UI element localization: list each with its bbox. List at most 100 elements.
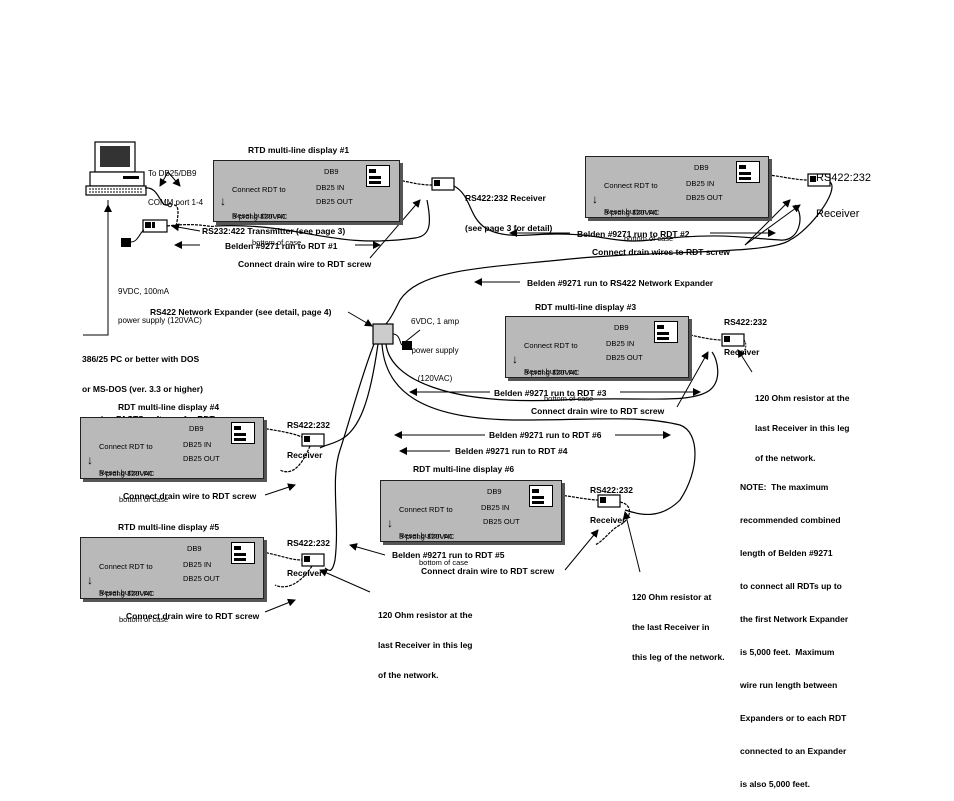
db9-label: DB9 [487,487,502,496]
power-9v-line-2: power supply (120VAC) [118,315,202,325]
resistor-3-label: 120 Ohm resistor at the last Receiver in… [755,373,849,473]
connect-line-2: 3-prong 120VAC [232,212,288,221]
reset-line-1: Reset button on [99,588,152,597]
drain-2-label: Connect drain wires to RDT screw [592,247,730,257]
display-5-box: Connect RDT to 3-prong 120VAC Reset butt… [80,537,264,624]
receiver-6-label: RS422:232 Receiver [590,465,633,535]
reset-line-1: Reset button on [524,367,577,376]
reset-line-1: Reset button on [399,531,452,540]
receiver-6-line-2: Receiver [590,515,626,525]
connect-line-2: 3-prong 120VAC [399,532,455,541]
display-6-title: RDT multi-line display #6 [413,464,515,474]
resistor-3-line-3: of the network. [755,453,816,463]
reset-line-1: Reset button on [99,468,152,477]
pc-desc-line-2: or MS-DOS (ver. 3.3 or higher) [82,384,203,394]
receiver-3-line-1: RS422:232 [724,317,768,327]
power-6v-line-1: 6VDC, 1 amp [411,317,460,326]
display-4-box: Connect RDT to 3-prong 120VAC Reset butt… [80,417,264,504]
reset-line-2: bottom of case [119,615,169,624]
db25out-label: DB25 OUT [483,517,520,526]
power-6v-line-3: (120VAC) [417,374,453,383]
receiver-5-line-2: Receiver [287,568,323,578]
connect-line-1: Connect RDT to [524,341,578,350]
run-3-label: Belden #9271 run to RDT #3 [494,388,607,398]
comm-port-label: To DB25/DB9 COMM port 1-4 [148,150,203,217]
resistor-5-line-1: 120 Ohm resistor at the [378,610,473,620]
note-line-2: recommended combined [740,515,841,525]
db25in-label: DB25 IN [183,440,212,449]
run-5-label: Belden #9271 run to RDT #5 [392,550,505,560]
reset-line-1: Reset button on [604,207,657,216]
db9-label: DB9 [187,544,202,553]
comm-port-line-2: COMM port 1-4 [148,197,204,207]
db25out-label: DB25 OUT [183,574,220,583]
run-6-label: Belden #9271 run to RDT #6 [489,430,602,440]
drain-1-label: Connect drain wire to RDT screw [238,259,372,269]
db25out-label: DB25 OUT [686,193,723,202]
power-9v-label: 9VDC, 100mA power supply (120VAC) [118,268,202,335]
db25out-label: DB25 OUT [183,454,220,463]
receiver-6-line-1: RS422:232 [590,485,634,495]
drain-3-label: Connect drain wire to RDT screw [531,406,665,416]
reset-line-2: bottom of case [252,238,302,247]
receiver-box-icon [431,177,455,191]
db25in-label: DB25 IN [606,339,635,348]
note-line-3: length of Belden #9271 [740,548,833,558]
db9-label: DB9 [189,424,204,433]
power-6v-line-2: power supply [411,345,459,355]
port-panel [366,165,390,187]
resistor-5-line-2: last Receiver in this leg [378,640,473,650]
display-5-title: RTD multi-line display #5 [118,522,220,532]
note-line-10: is also 5,000 feet. [740,779,810,789]
computer-icon [85,141,147,196]
resistor-6-line-1: 120 Ohm resistor at [632,592,712,602]
connect-line-2: 3-prong 120VAC [604,208,660,217]
resistor-5-label: 120 Ohm resistor at the last Receiver in… [378,590,472,690]
down-arrow-icon: ↓ [512,352,518,366]
receiver-box-icon [597,494,621,508]
receiver-4-line-2: Receiver [287,450,323,460]
db9-label: DB9 [614,323,629,332]
receiver-1-line-1: RS422:232 Receiver [465,193,546,203]
drain-5-label: Connect drain wire to RDT screw [126,611,260,621]
pc-desc-line-1: 386/25 PC or better with DOS [82,354,200,364]
comm-port-line-1: To DB25/DB9 [148,169,197,178]
display-3-title: RDT multi-line display #3 [535,302,637,312]
down-arrow-icon: ↓ [592,192,598,206]
receiver-box-icon [807,173,831,187]
db25in-label: DB25 IN [481,503,510,512]
resistor-6-line-3: this leg of the network. [632,652,725,662]
expander-label: RS422 Network Expander (see detail, page… [150,307,332,317]
db9-label: DB9 [694,163,709,172]
drain-4-label: Connect drain wire to RDT screw [123,491,257,501]
port-panel [529,485,553,507]
note-line-9: connected to an Expander [740,746,847,756]
receiver-3-label: RS422:232 Receiver [724,297,767,367]
note-line-5: the first Network Expander [740,614,849,624]
port-panel [231,542,255,564]
display-1-box: Connect RDT to 3-prong 120VAC Reset butt… [213,160,400,247]
resistor-3-line-1: 120 Ohm resistor at the [755,393,850,403]
note-line-8: Expanders or to each RDT [740,713,847,723]
resistor-5-line-3: of the network. [378,670,439,680]
db25in-label: DB25 IN [686,179,715,188]
receiver-3-line-2: Receiver [724,347,760,357]
power-9v-line-1: 9VDC, 100mA [118,287,170,296]
reset-line-2: bottom of case [544,394,594,403]
wiring-diagram [83,141,833,613]
reset-line-2: bottom of case [419,558,469,567]
port-panel [231,422,255,444]
db9-label: DB9 [324,167,339,176]
down-arrow-icon: ↓ [87,573,93,587]
db25out-label: DB25 OUT [606,353,643,362]
receiver-box-icon [301,433,325,447]
power-adapter-icon [121,229,145,247]
max-length-note: NOTE: The maximum recommended combined l… [740,460,848,801]
receiver-4-line-1: RS422:232 [287,420,331,430]
power-adapter-icon [392,333,412,350]
receiver-5-line-1: RS422:232 [287,538,331,548]
resistor-3-line-2: last Receiver in this leg [755,423,850,433]
note-line-1: NOTE: The maximum [740,482,829,492]
note-line-7: wire run length between [740,680,838,690]
drain-6-label: Connect drain wire to RDT screw [421,566,555,576]
